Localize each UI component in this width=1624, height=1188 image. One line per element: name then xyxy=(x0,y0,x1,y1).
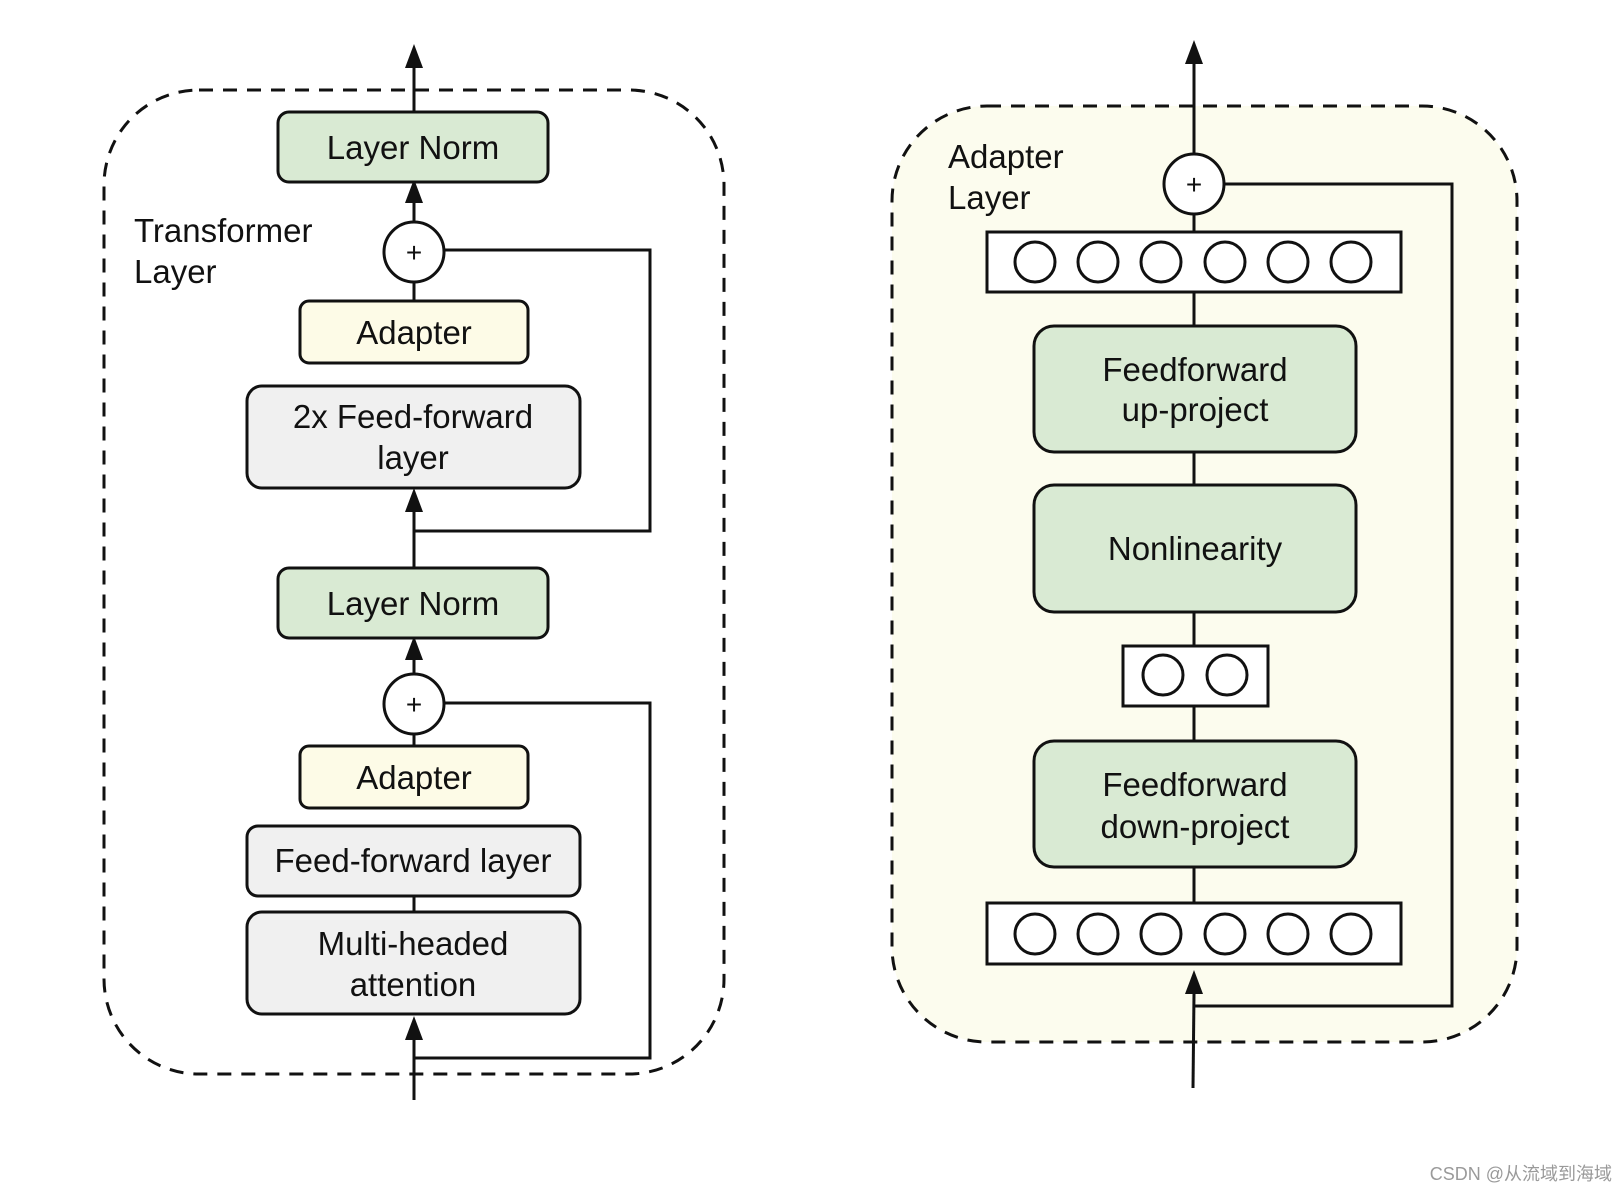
residual-add-bottom-icon xyxy=(382,672,446,736)
neuron-icon xyxy=(1076,912,1120,956)
ff-2x-label-line2: layer xyxy=(377,439,449,476)
transformer-connectors xyxy=(412,68,652,1100)
adapter-arrowheads xyxy=(1185,40,1203,994)
ff-down-project-box xyxy=(1032,739,1358,869)
nonlinearity-label: Nonlinearity xyxy=(1108,530,1283,567)
neuron-icon xyxy=(1139,912,1183,956)
layer-norm-top-box xyxy=(276,110,550,184)
adapter-top-label: Adapter xyxy=(356,314,472,351)
mha-label-line2: attention xyxy=(350,966,477,1003)
transformer-layer-panel: Transformer Layer Layer xyxy=(102,44,726,1100)
neuron-icon xyxy=(1329,912,1373,956)
neuron-icon xyxy=(1141,653,1185,697)
bottleneck-unit-vector xyxy=(1121,644,1270,708)
mha-label-line1: Multi-headed xyxy=(318,925,509,962)
adapter-connectors xyxy=(1191,64,1454,1089)
adapter-top-box xyxy=(298,299,530,365)
neuron-icon xyxy=(1329,240,1373,284)
neuron-icon xyxy=(1013,912,1057,956)
adapter-bottom-box xyxy=(298,744,530,810)
neuron-icon xyxy=(1266,912,1310,956)
bottleneck-unit-circles xyxy=(1141,653,1249,697)
neuron-icon xyxy=(1203,240,1247,284)
residual-add-top-icon xyxy=(382,220,446,284)
top-unit-circles xyxy=(1013,240,1373,284)
ff-layer-label: Feed-forward layer xyxy=(275,842,552,879)
top-unit-vector xyxy=(985,230,1403,294)
neuron-icon xyxy=(1205,653,1249,697)
nonlinearity-box xyxy=(1032,483,1358,614)
neuron-icon xyxy=(1139,240,1183,284)
ff-up-project-line2: up-project xyxy=(1122,391,1269,428)
neuron-icon xyxy=(1266,240,1310,284)
transformer-arrowheads xyxy=(405,44,423,1040)
bottom-unit-vector xyxy=(985,901,1403,966)
ff-down-project-line2: down-project xyxy=(1101,808,1290,845)
adapter-layer-panel: Adapter Layer + xyxy=(890,40,1519,1089)
adapter-residual-add-symbol: + xyxy=(1186,169,1202,200)
ff-up-project-box xyxy=(1032,324,1358,454)
adapter-layer-title-line1: Adapter xyxy=(948,138,1064,175)
watermark: CSDN @从流域到海域 xyxy=(1430,1164,1612,1184)
ff-up-project-line1: Feedforward xyxy=(1102,351,1287,388)
adapter-bottom-label: Adapter xyxy=(356,759,472,796)
ff-2x-box xyxy=(245,384,582,490)
residual-add-top-symbol: + xyxy=(406,237,422,268)
transformer-layer-title-line1: Transformer xyxy=(134,212,312,249)
neuron-icon xyxy=(1013,240,1057,284)
residual-add-bottom-symbol: + xyxy=(406,689,422,720)
layer-norm-bottom-label: Layer Norm xyxy=(327,585,499,622)
layer-norm-top-label: Layer Norm xyxy=(327,129,499,166)
adapter-layer-title-line2: Layer xyxy=(948,179,1031,216)
layer-norm-bottom-box xyxy=(276,566,550,640)
neuron-icon xyxy=(1203,912,1247,956)
adapter-residual-add-icon xyxy=(1162,152,1226,216)
ff-2x-label-line1: 2x Feed-forward xyxy=(293,398,533,435)
ff-layer-box xyxy=(245,824,582,898)
ff-down-project-line1: Feedforward xyxy=(1102,766,1287,803)
mha-box xyxy=(245,910,582,1016)
transformer-layer-title-line2: Layer xyxy=(134,253,217,290)
neuron-icon xyxy=(1076,240,1120,284)
bottom-unit-circles xyxy=(1013,912,1373,956)
